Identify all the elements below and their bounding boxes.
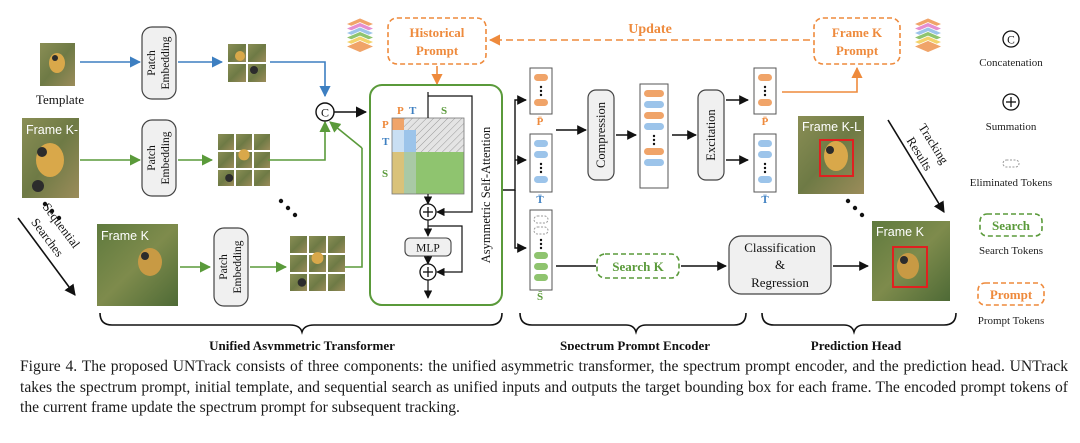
svg-text:Compression: Compression (594, 101, 608, 168)
svg-text:Prediction Head: Prediction Head (811, 338, 902, 350)
historical-prompt-box: Historical Prompt (387, 17, 487, 65)
svg-text:Embedding: Embedding (232, 240, 244, 293)
svg-text:P: P (382, 119, 389, 131)
svg-text:P̄: P̄ (537, 116, 544, 128)
svg-text:Spectrum Prompt Encoder: Spectrum Prompt Encoder (560, 338, 710, 350)
svg-text:C: C (1007, 35, 1015, 47)
concatenation-legend-icon: C (1002, 30, 1020, 48)
svg-text:T̄: T̄ (761, 194, 769, 206)
search-legend-box: Search (979, 213, 1043, 237)
sequential-searches-arrow (17, 217, 76, 296)
untrack-architecture-diagram: Template Patch Embedding Frame K-L Patch… (17, 17, 1052, 350)
svg-text:T̄: T̄ (536, 194, 544, 206)
figure-caption: Figure 4. The proposed UNTrack consists … (20, 358, 1068, 416)
token-column-p (529, 67, 553, 115)
frame-k-patches (290, 236, 345, 291)
svg-text:Excitation: Excitation (704, 109, 718, 161)
frame-kl-label: Frame K-L (26, 123, 85, 137)
legend: C Concatenation Summation Eliminated Tok… (970, 30, 1052, 327)
svg-text:Prompt Tokens: Prompt Tokens (978, 315, 1045, 327)
template-label: Template (36, 92, 84, 107)
svg-text:Prompt: Prompt (836, 43, 879, 58)
token-column-t (529, 133, 553, 193)
token-column-compressed (639, 83, 669, 189)
svg-text:C: C (321, 106, 329, 120)
token-column-p-out (753, 67, 777, 115)
patch-embedding-block-frame-k: Patch Embedding (213, 227, 249, 307)
svg-text:MLP: MLP (416, 243, 440, 255)
summation-symbol-2 (419, 263, 437, 281)
sequence-dots-middle (278, 198, 298, 218)
svg-text:Eliminated Tokens: Eliminated Tokens (970, 177, 1052, 189)
prompt-legend-box: Prompt (977, 282, 1045, 306)
svg-text:Patch: Patch (218, 254, 230, 280)
update-label: Update (628, 22, 672, 37)
tracking-results-arrow (887, 119, 945, 213)
concat-symbol: C (315, 102, 335, 122)
sequence-dots-right (845, 198, 865, 218)
svg-text:Search Tokens: Search Tokens (979, 245, 1043, 257)
eliminated-tokens-legend-icon (1002, 159, 1020, 168)
spectrum-stack-right-icon (912, 17, 944, 53)
frame-kl-image (22, 118, 79, 198)
template-image (40, 43, 75, 86)
attention-matrix (391, 117, 465, 195)
svg-text:Embedding: Embedding (160, 131, 172, 184)
output-frame-kl-image (798, 116, 864, 194)
summation-legend-icon (1002, 93, 1020, 111)
brace-unified-asymmetric-transformer: Unified Asymmetric Transformer (99, 312, 503, 350)
excitation-block: Excitation (697, 89, 725, 181)
frame-k-image (97, 224, 178, 306)
brace-prediction-head: Prediction Head (761, 312, 957, 350)
template-patches (228, 44, 266, 82)
frame-k-prompt-box: Frame K Prompt (813, 17, 901, 65)
svg-text:Embedding: Embedding (160, 36, 172, 89)
spectrum-stack-left-icon (344, 17, 376, 53)
frame-kl-patches (218, 134, 270, 186)
svg-text:Unified Asymmetric Transformer: Unified Asymmetric Transformer (209, 338, 395, 350)
token-column-s (529, 209, 553, 291)
svg-text:S: S (441, 105, 447, 117)
output-frame-kl-label: Frame K-L (802, 120, 861, 134)
svg-text:S: S (382, 168, 388, 180)
svg-text:Historical: Historical (410, 25, 465, 40)
svg-text:P: P (397, 105, 404, 117)
svg-text:T: T (382, 136, 390, 148)
patch-embedding-block-frame-kl: Patch Embedding (141, 119, 177, 197)
svg-text:Summation: Summation (986, 121, 1037, 133)
svg-text:Concatenation: Concatenation (979, 57, 1043, 69)
summation-symbol-1 (419, 203, 437, 221)
svg-text:Classification: Classification (744, 240, 816, 255)
brace-spectrum-prompt-encoder: Spectrum Prompt Encoder (519, 312, 747, 350)
token-column-t-out (753, 133, 777, 193)
svg-text:S̄: S̄ (537, 291, 543, 303)
frame-k-label: Frame K (101, 229, 150, 243)
patch-embedding-block-template: Patch Embedding (141, 26, 177, 100)
classification-regression-block: Classification & Regression (728, 235, 832, 295)
svg-text:Frame K: Frame K (832, 25, 883, 40)
svg-text:Prompt: Prompt (990, 287, 1033, 302)
svg-text:T: T (409, 105, 417, 117)
svg-text:Search K: Search K (612, 259, 664, 274)
svg-text:Patch: Patch (146, 50, 158, 76)
transformer-block: P T S P T S MLP Asymmetric Self-Attentio… (369, 84, 503, 306)
search-k-box: Search K (596, 253, 680, 279)
svg-text:Regression: Regression (751, 275, 809, 290)
sequence-dots-left (42, 201, 62, 221)
svg-text:&: & (775, 257, 785, 272)
compression-block: Compression (587, 89, 615, 181)
svg-text:P̄: P̄ (762, 116, 769, 128)
svg-text:Patch: Patch (146, 145, 158, 171)
svg-text:Prompt: Prompt (416, 43, 459, 58)
output-frame-k-label: Frame K (876, 225, 925, 239)
svg-text:Search: Search (992, 218, 1031, 233)
output-frame-k-image (872, 221, 950, 301)
svg-text:Asymmetric Self-Attention: Asymmetric Self-Attention (479, 126, 493, 263)
